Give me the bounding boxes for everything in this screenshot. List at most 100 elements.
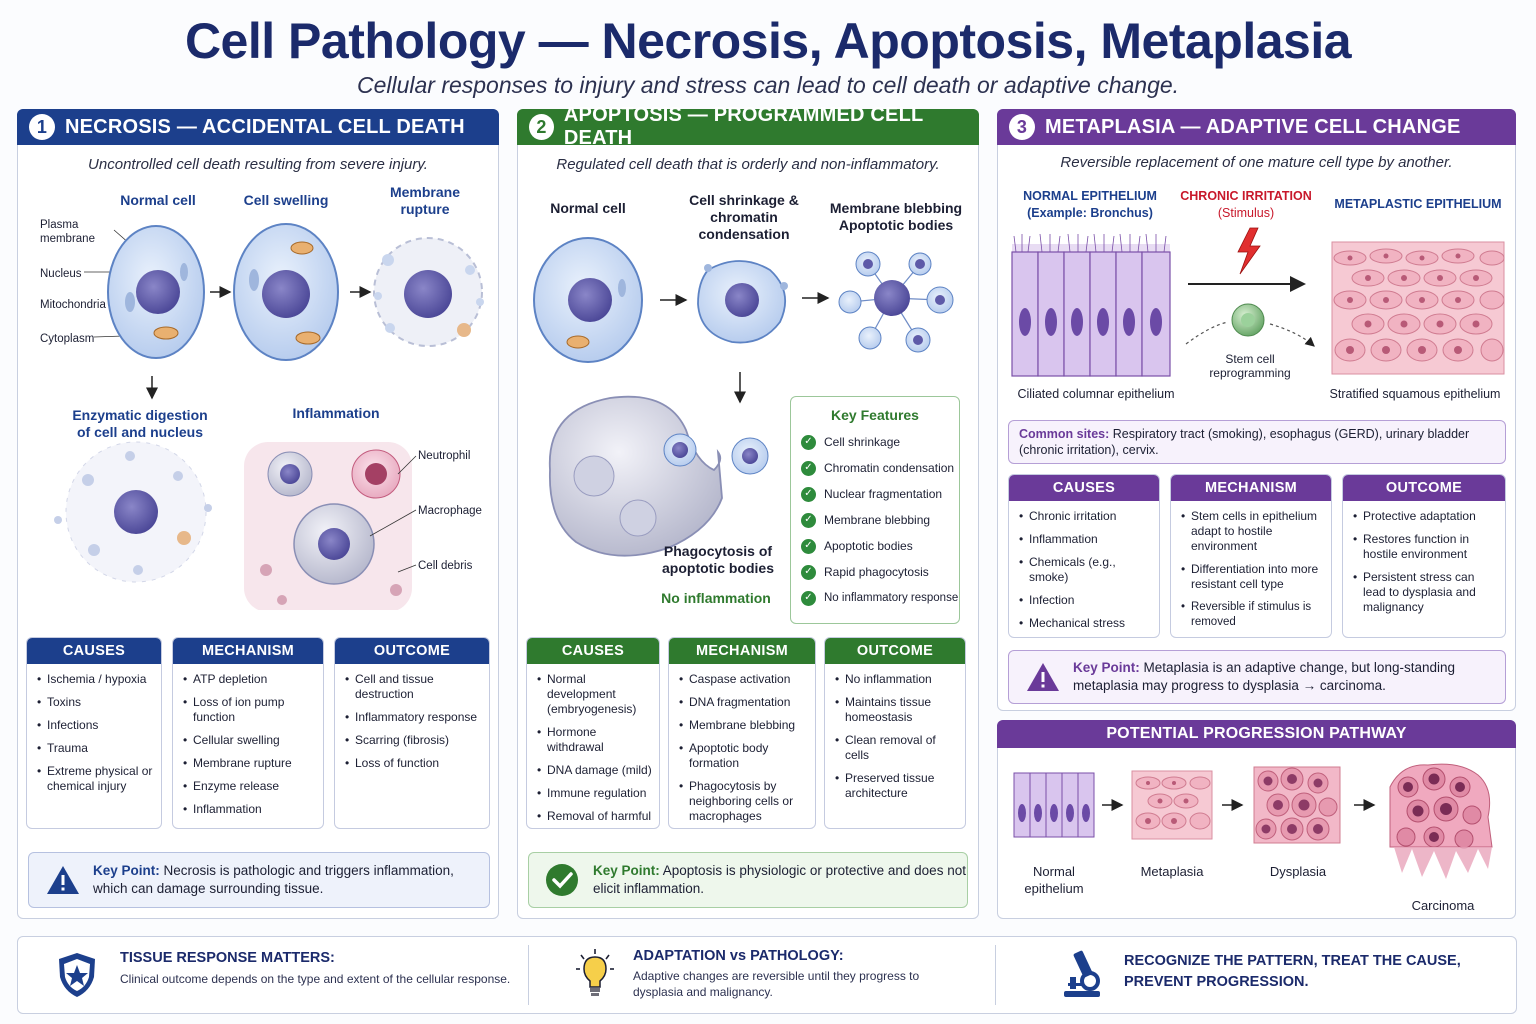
footer-divider xyxy=(528,945,529,1005)
label-mitochondria: Mitochondria xyxy=(40,299,106,311)
list-item: ✓Rapid phagocytosis xyxy=(801,559,959,585)
footer-bar: TISSUE RESPONSE MATTERS: Clinical outcom… xyxy=(17,936,1517,1014)
key-features-box: Key Features ✓Cell shrinkage ✓Chromatin … xyxy=(790,396,960,624)
ciliated-columnar-caption: Ciliated columnar epithelium xyxy=(1017,387,1175,401)
metaplasia-title: METAPLASIA — ADAPTIVE CELL CHANGE xyxy=(1045,115,1461,138)
list-item: Trauma xyxy=(37,741,155,756)
check-icon: ✓ xyxy=(801,590,816,606)
normal-epithelium-title: NORMAL EPITHELIUM(Example: Bronchus) xyxy=(1023,189,1157,220)
necrosis-causes-box: CAUSES Ischemia / hypoxia Toxins Infecti… xyxy=(26,637,162,829)
list-item: Preserved tissue architecture xyxy=(835,771,959,801)
apoptosis-outcome-box: OUTCOME No inflammation Maintains tissue… xyxy=(824,637,966,829)
digested-cell-drawing xyxy=(54,441,212,583)
footer-divider xyxy=(995,945,996,1005)
necrosis-description: Uncontrolled cell death resulting from s… xyxy=(88,156,428,173)
common-sites-box: Common sites: Respiratory tract (smoking… xyxy=(1008,420,1506,464)
progression-illustration xyxy=(1013,763,1493,879)
footer-adaptation: ADAPTATION vs PATHOLOGY: Adaptive change… xyxy=(529,937,995,1013)
normal-cell-drawing xyxy=(107,225,205,359)
shrunken-cell-drawing xyxy=(697,260,788,344)
phagocytosis-label: Phagocytosis of apoptotic bodies xyxy=(662,543,774,576)
label-neutrophil: Neutrophil xyxy=(418,450,471,462)
metaplasia-outcome-box: OUTCOME Protective adaptation Restores f… xyxy=(1342,474,1506,638)
list-item: Chronic irritation xyxy=(1019,509,1153,524)
metaplasia-key-point: Key Point: Metaplasia is an adaptive cha… xyxy=(1008,650,1506,704)
list-item: ✓Nuclear fragmentation xyxy=(801,481,959,507)
squamous-epithelium-drawing xyxy=(1331,241,1505,375)
list-item: ✓Cell shrinkage xyxy=(801,429,959,455)
microscope-icon xyxy=(1064,950,1100,997)
swollen-cell-drawing xyxy=(233,223,339,361)
list-item: Membrane blebbing xyxy=(679,718,809,733)
footer-seg2-text: Adaptive changes are reversible until th… xyxy=(633,969,920,999)
apoptosis-outcome-title: OUTCOME xyxy=(825,638,965,664)
list-item: Enzyme release xyxy=(183,779,317,794)
necrosis-number: 1 xyxy=(29,114,55,140)
metaplasia-mechanism-title: MECHANISM xyxy=(1171,475,1331,501)
metaplasia-illustration xyxy=(1011,227,1505,377)
apoptosis-header: 2 APOPTOSIS — PROGRAMMED CELL DEATH xyxy=(517,104,979,149)
necrosis-stage-swelling: Cell swelling xyxy=(243,192,329,208)
necrosis-mechanism-title: MECHANISM xyxy=(173,638,323,664)
chronic-irritation-title: CHRONIC IRRITATION(Stimulus) xyxy=(1180,189,1312,220)
list-item: Stem cells in epithelium adapt to hostil… xyxy=(1181,509,1325,554)
list-item: Inflammation xyxy=(1019,532,1153,547)
lightbulb-icon xyxy=(576,949,614,996)
inflammation-drawing xyxy=(244,442,412,610)
list-item: Ischemia / hypoxia xyxy=(37,672,155,687)
necrosis-illustration xyxy=(54,223,484,610)
carcinoma-drawing xyxy=(1389,763,1493,879)
progression-panel: POTENTIAL PROGRESSION PATHWAY Norm xyxy=(997,720,1516,919)
apoptosis-stage-shrinkage: Cell shrinkage & chromatin condensation xyxy=(689,192,799,242)
apoptosis-mechanism-title: MECHANISM xyxy=(669,638,815,664)
apoptosis-number: 2 xyxy=(529,114,554,140)
check-circle-icon xyxy=(546,864,578,896)
list-item: Differentiation into more resistant cell… xyxy=(1181,562,1325,592)
footer-seg2-title: ADAPTATION vs PATHOLOGY: xyxy=(633,948,844,964)
list-item: Hormone withdrawal xyxy=(537,725,653,755)
necrosis-outcome-box: OUTCOME Cell and tissue destruction Infl… xyxy=(334,637,490,829)
list-item: Removal of harmful or unnecessary cells xyxy=(537,809,653,828)
necrosis-header: 1 NECROSIS — ACCIDENTAL CELL DEATH xyxy=(17,109,499,145)
list-item: Immune regulation xyxy=(537,786,653,801)
progression-normal-label: Normal epithelium xyxy=(1024,864,1084,896)
list-item: Toxins xyxy=(37,695,155,710)
list-item: Infection xyxy=(1019,593,1153,608)
metaplasia-causes-box: CAUSES Chronic irritation Inflammation C… xyxy=(1008,474,1160,638)
footer-recognize: RECOGNIZE THE PATTERN, TREAT THE CAUSE, … xyxy=(996,937,1516,1013)
apoptosis-mechanism-box: MECHANISM Caspase activation DNA fragmen… xyxy=(668,637,816,829)
list-item: Restores function in hostile environment xyxy=(1353,532,1499,562)
list-item: Inflammation xyxy=(183,802,317,817)
list-item: DNA damage (mild) xyxy=(537,763,653,778)
check-icon: ✓ xyxy=(801,512,816,528)
list-item: Apoptotic body formation xyxy=(679,741,809,771)
apoptosis-causes-box: CAUSES Normal development (embryogenesis… xyxy=(526,637,660,829)
label-plasma-membrane: Plasma membrane xyxy=(40,219,95,245)
list-item: Inflammatory response xyxy=(345,710,483,725)
list-item: Chemicals (e.g., smoke) xyxy=(1019,555,1153,585)
list-item: Normal development (embryogenesis) xyxy=(537,672,653,717)
metaplasia-key-label: Key Point: xyxy=(1073,660,1140,675)
necrosis-stage-normal: Normal cell xyxy=(120,192,196,208)
necrosis-panel: 1 NECROSIS — ACCIDENTAL CELL DEATH Uncon… xyxy=(17,109,499,919)
necrosis-inflammation-label: Inflammation xyxy=(292,405,380,421)
warning-icon xyxy=(1027,663,1059,691)
normal-epithelium-drawing xyxy=(1013,772,1095,838)
list-item: No inflammation xyxy=(835,672,959,687)
metaplasia-header: 3 METAPLASIA — ADAPTIVE CELL CHANGE xyxy=(997,109,1516,145)
necrosis-outcome-title: OUTCOME xyxy=(335,638,489,664)
list-item: Extreme physical or chemical injury xyxy=(37,764,155,794)
apoptosis-normal-cell-drawing xyxy=(533,237,643,363)
list-item: ✓Membrane blebbing xyxy=(801,507,959,533)
phagocyte-drawing xyxy=(548,395,769,557)
necrosis-mechanism-box: MECHANISM ATP depletion Loss of ion pump… xyxy=(172,637,324,829)
list-item: Mechanical stress xyxy=(1019,616,1153,631)
footer-seg3-title: RECOGNIZE THE PATTERN, TREAT THE CAUSE, … xyxy=(1124,953,1461,990)
metaplasia-number: 3 xyxy=(1009,114,1035,140)
apoptosis-causes-title: CAUSES xyxy=(527,638,659,664)
metaplasia-key-text: Metaplasia is an adaptive change, but lo… xyxy=(1073,660,1455,693)
list-item: DNA fragmentation xyxy=(679,695,809,710)
check-icon: ✓ xyxy=(801,460,816,476)
list-item: Membrane rupture xyxy=(183,756,317,771)
apoptosis-key-point: Key Point: Apoptosis is physiologic or p… xyxy=(528,852,968,908)
